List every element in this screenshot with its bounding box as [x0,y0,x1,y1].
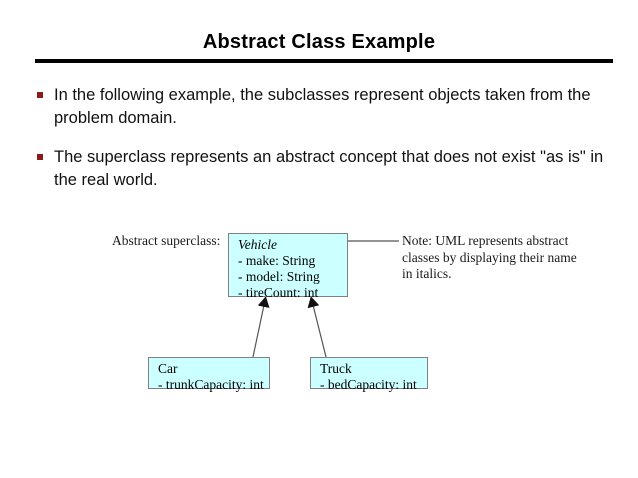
abstract-superclass-label: Abstract superclass: [112,233,221,248]
uml-class-name-car: Car [158,361,178,376]
page-title: Abstract Class Example [202,31,436,53]
bullet-item-2: The superclass represents an abstract co… [35,146,607,192]
bullet-square-icon [37,154,43,160]
bullet-text-2: The superclass represents an abstract co… [54,148,604,189]
uml-attribute: - tireCount: int [238,285,319,300]
generalization-truck-to-vehicle [307,296,327,358]
title-divider [35,59,613,63]
uml-attribute: - bedCapacity: int [320,377,417,392]
bullet-item-1: In the following example, the subclasses… [35,84,607,130]
bullet-list: In the following example, the subclasses… [35,84,607,208]
uml-class-name-vehicle: Vehicle [238,237,277,252]
uml-attribute: - make: String [238,253,316,268]
generalization-car-to-vehicle [252,296,270,358]
uml-class-vehicle: Vehicle - make: String - model: String -… [228,233,348,300]
uml-italics-note: Note: UML represents abstract classes by… [402,233,577,281]
uml-class-truck: Truck - bedCapacity: int [310,357,428,392]
bullet-text-1: In the following example, the subclasses… [54,86,591,127]
bullet-square-icon [37,92,43,98]
uml-attribute: - model: String [238,269,320,284]
uml-class-car: Car - trunkCapacity: int [148,357,270,392]
uml-class-name-truck: Truck [320,361,352,376]
uml-attribute: - trunkCapacity: int [158,377,264,392]
